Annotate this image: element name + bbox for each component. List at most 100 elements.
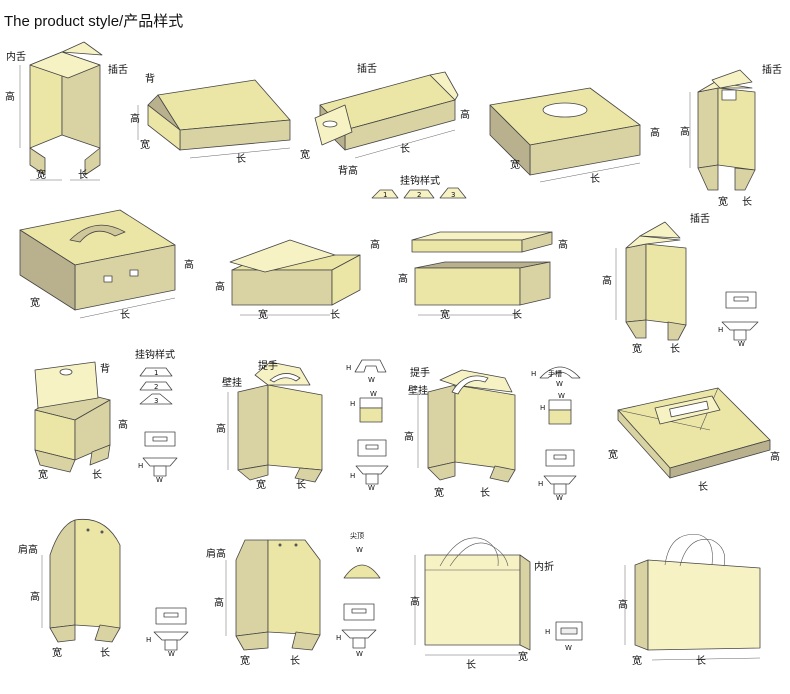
- hook-option-3: 3: [451, 191, 455, 199]
- label-kuan-5: 宽: [718, 195, 728, 208]
- label-kuan-16: 宽: [518, 650, 528, 663]
- bag-base-detail-16: [555, 621, 583, 641]
- label-chang-7: 长: [330, 309, 340, 321]
- label-kuan-8: 宽: [440, 308, 450, 321]
- label-H-16: H: [545, 628, 550, 636]
- label-gao-13: 高: [770, 450, 780, 463]
- label-kuan-9: 宽: [632, 342, 642, 355]
- box-lid-base: [411, 231, 553, 316]
- label-jiangao-15: 肩高: [206, 547, 226, 560]
- box-handle-wall-hang: [417, 369, 516, 483]
- label-gao-14: 高: [30, 590, 40, 603]
- box-tall-insert: [615, 221, 687, 341]
- label-H-11b: H: [350, 400, 355, 408]
- label-W-14: W: [168, 650, 175, 658]
- label-gao-8b: 高: [398, 272, 408, 285]
- label-chang-9: 长: [670, 343, 680, 355]
- label-kuan-10: 宽: [38, 468, 48, 481]
- label-W-15a: W: [356, 546, 363, 554]
- label-W-10: W: [156, 476, 163, 484]
- label-kuan-17: 宽: [632, 654, 642, 667]
- label-H-12c: H: [538, 480, 543, 488]
- label-kuan-3: 宽: [300, 148, 310, 161]
- label-gao-3: 高: [460, 108, 470, 121]
- page-title: The product style/产品样式: [4, 13, 184, 30]
- handle-detail-11: [354, 359, 389, 485]
- label-gao-6: 高: [184, 258, 194, 271]
- label-gao-7b: 高: [215, 280, 225, 293]
- label-shoucao-12: 手槽: [548, 369, 562, 378]
- hook-option-2: 2: [417, 191, 421, 199]
- label-kuan-14: 宽: [52, 646, 62, 659]
- label-gao-7: 高: [370, 238, 380, 251]
- box-shoulder-peak: [225, 539, 321, 651]
- label-chashe: 插舌: [108, 63, 128, 76]
- label-kuan-7: 宽: [258, 308, 268, 321]
- label-chang-8: 长: [512, 309, 522, 321]
- label-kuan-12: 宽: [434, 486, 444, 499]
- box-shoulder-arch: [41, 518, 121, 643]
- hook-option-10-3: 3: [154, 397, 158, 405]
- label-gao-16: 高: [410, 595, 420, 608]
- label-chashe-9: 插舌: [690, 212, 710, 225]
- label-kuan-13: 宽: [608, 448, 618, 461]
- label-H-12a: H: [531, 370, 536, 378]
- label-gao-17: 高: [618, 598, 628, 611]
- label-H-12b: H: [540, 404, 545, 412]
- label-chang: 长: [78, 169, 88, 181]
- hook-option-10-1: 1: [154, 369, 158, 377]
- label-jiangao: 肩高: [18, 543, 38, 556]
- label-bei-10: 背: [100, 362, 110, 375]
- label-chashe-3: 插舌: [357, 62, 377, 75]
- label-chang-13: 长: [698, 481, 708, 493]
- label-H-15: H: [336, 634, 341, 642]
- handle-detail-12: [539, 366, 581, 495]
- label-gao-5: 高: [680, 125, 690, 138]
- box-hang-tab: [34, 361, 111, 473]
- label-W-11a: W: [368, 376, 375, 384]
- label-H-11a: H: [346, 364, 351, 372]
- label-chang-3: 长: [400, 143, 410, 155]
- label-gao-10: 高: [118, 418, 128, 431]
- label-kuan-6: 宽: [30, 296, 40, 309]
- box-tall-tuck: [19, 41, 103, 181]
- box-tall-auto-bottom: [689, 69, 756, 191]
- label-chang-14: 长: [100, 647, 110, 659]
- box-hanging-tab: [314, 71, 459, 159]
- label-kuan-15: 宽: [240, 654, 250, 667]
- label-gao-8: 高: [558, 238, 568, 251]
- label-chang-17: 长: [696, 655, 706, 667]
- hook-option-10-2: 2: [154, 383, 158, 391]
- label-kuan-11: 宽: [256, 478, 266, 491]
- box-flat-handle-envelope: [617, 387, 771, 479]
- box-handle-gable: [227, 361, 323, 483]
- hook-insert-detail-10: [142, 431, 178, 477]
- label-gao-9: 高: [602, 274, 612, 287]
- label-neizhe: 内折: [534, 560, 554, 573]
- label-jianding: 尖顶: [350, 531, 364, 540]
- hook-style-options-10: [139, 367, 173, 405]
- label-tishou-12: 提手: [410, 366, 430, 379]
- label-bei: 背: [145, 72, 155, 85]
- label-W-16: W: [565, 644, 572, 652]
- bag-paper-perspective: [624, 534, 761, 661]
- hook-insert-detail-14: [153, 607, 189, 651]
- label-gao-4: 高: [650, 126, 660, 139]
- label-chang-12: 长: [480, 487, 490, 499]
- hook-insert-detail-9: [721, 291, 759, 341]
- label-gao: 高: [5, 90, 15, 103]
- box-flat-mailer: [137, 79, 291, 159]
- box-cake-handle: [19, 209, 176, 319]
- label-chang-16: 长: [466, 659, 476, 671]
- label-gao-2: 高: [130, 112, 140, 125]
- label-guagoushi-10: 挂钩样式: [135, 348, 175, 361]
- label-W-12c: W: [556, 494, 563, 502]
- label-chashe-5: 插舌: [762, 63, 782, 76]
- label-W-9: W: [738, 340, 745, 348]
- label-H-9: H: [718, 326, 723, 334]
- label-chang-5: 长: [742, 196, 752, 208]
- label-H-14: H: [146, 636, 151, 644]
- label-guagoushi: 挂钩样式: [400, 174, 440, 187]
- label-chang-10: 长: [92, 469, 102, 481]
